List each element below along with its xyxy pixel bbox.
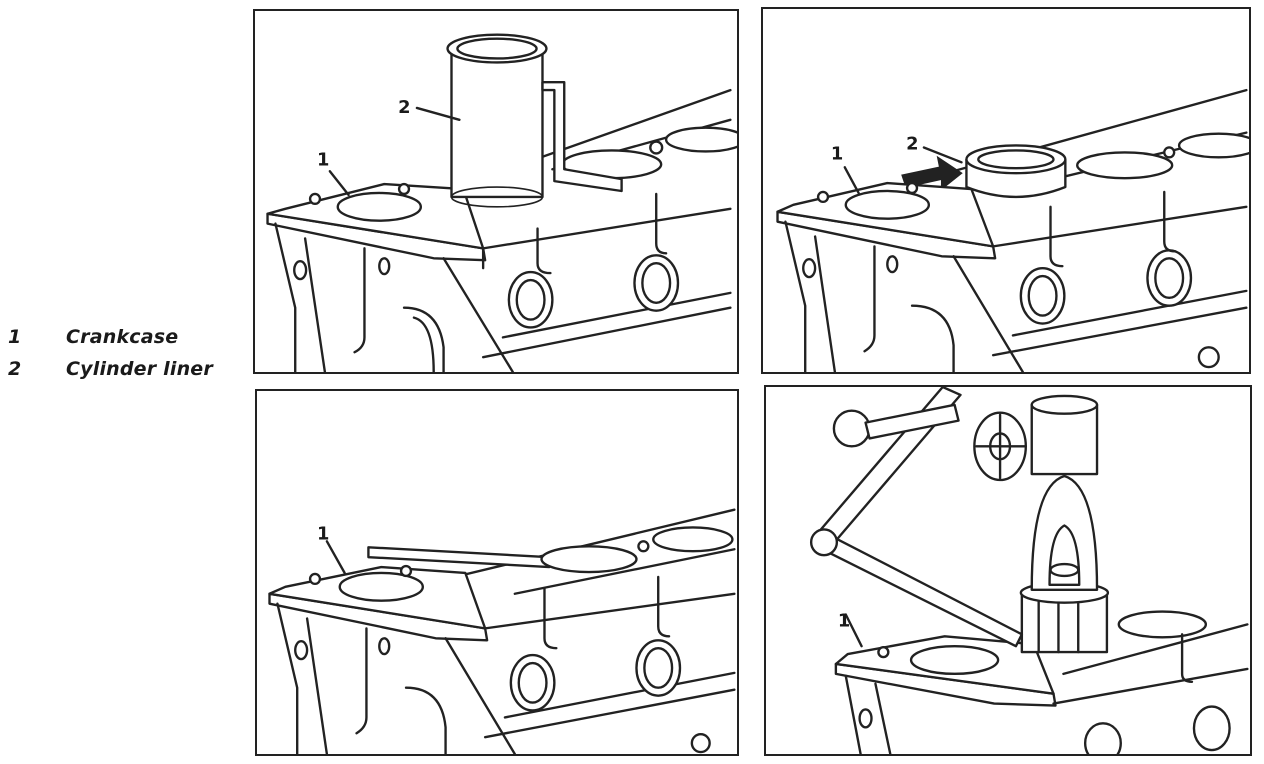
- callout-label: 1: [838, 610, 850, 631]
- legend-item: 1 Crankcase: [8, 326, 238, 358]
- panel-liner-removal-step-2: 2 1: [761, 7, 1251, 374]
- legend-label: Crankcase: [66, 326, 179, 348]
- callout-label: 1: [831, 143, 843, 164]
- panel-liner-removal-step-4: 1: [764, 385, 1252, 756]
- panel-liner-removal-step-1: 2 1: [253, 9, 739, 374]
- callout-label: 2: [398, 97, 410, 118]
- illustration-crankcase-with-liner: 2 1: [266, 33, 737, 372]
- callout-label: 2: [906, 133, 918, 154]
- illustration-puller-tool: 1: [809, 387, 1249, 754]
- legend-number: 2: [8, 358, 22, 380]
- illustration-bare-crankcase: 1: [268, 508, 736, 754]
- panel-liner-removal-step-3: 1: [255, 389, 739, 756]
- legend-number: 1: [8, 326, 22, 348]
- legend-item: 2 Cylinder liner: [8, 358, 238, 390]
- illustration-liner-in-bore: 2 1: [776, 88, 1249, 372]
- callout-label: 1: [317, 149, 329, 170]
- legend-label: Cylinder liner: [66, 358, 213, 380]
- callout-label: 1: [317, 523, 329, 544]
- legend: 1 Crankcase 2 Cylinder liner: [8, 326, 238, 390]
